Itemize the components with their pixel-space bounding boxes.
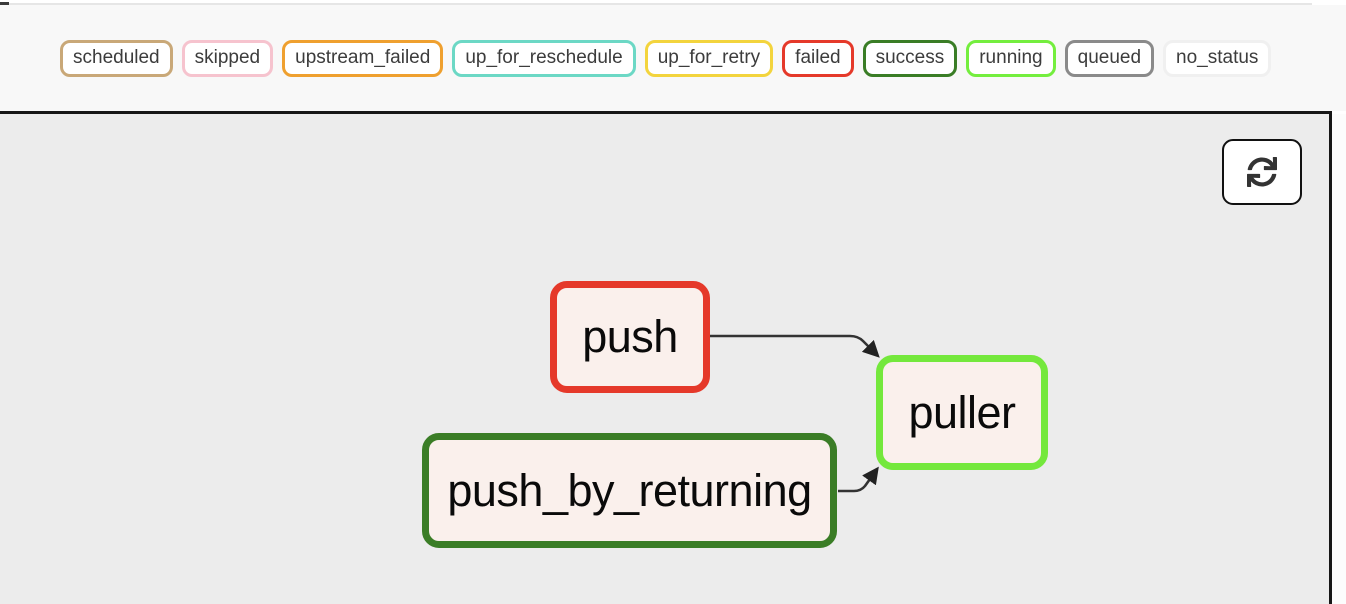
refresh-icon: [1247, 157, 1277, 187]
legend-badge-up_for_retry: up_for_retry: [644, 39, 774, 77]
legend-badge-failed: failed: [782, 39, 854, 77]
legend-badge-running: running: [966, 39, 1056, 77]
task-node-push_by_returning[interactable]: push_by_returning: [422, 433, 837, 548]
right-gutter: [1332, 114, 1346, 604]
legend-badge-scheduled: scheduled: [60, 39, 173, 77]
task-node-push[interactable]: push: [550, 281, 710, 393]
legend-badge-skipped: skipped: [181, 39, 274, 77]
task-node-label: puller: [908, 386, 1016, 438]
legend-badge-success: success: [862, 39, 958, 77]
refresh-button[interactable]: [1222, 139, 1302, 205]
task-node-puller[interactable]: puller: [876, 355, 1048, 470]
task-node-label: push: [582, 311, 678, 362]
task-node-label: push_by_returning: [447, 464, 812, 516]
legend-badge-up_for_reschedule: up_for_reschedule: [452, 39, 636, 77]
top-divider-edge: [0, 2, 9, 5]
legend-badge-upstream_failed: upstream_failed: [282, 39, 444, 77]
legend-badge-queued: queued: [1064, 39, 1155, 77]
legend-badge-no_status: no_status: [1163, 39, 1272, 77]
top-divider: [0, 3, 1312, 5]
